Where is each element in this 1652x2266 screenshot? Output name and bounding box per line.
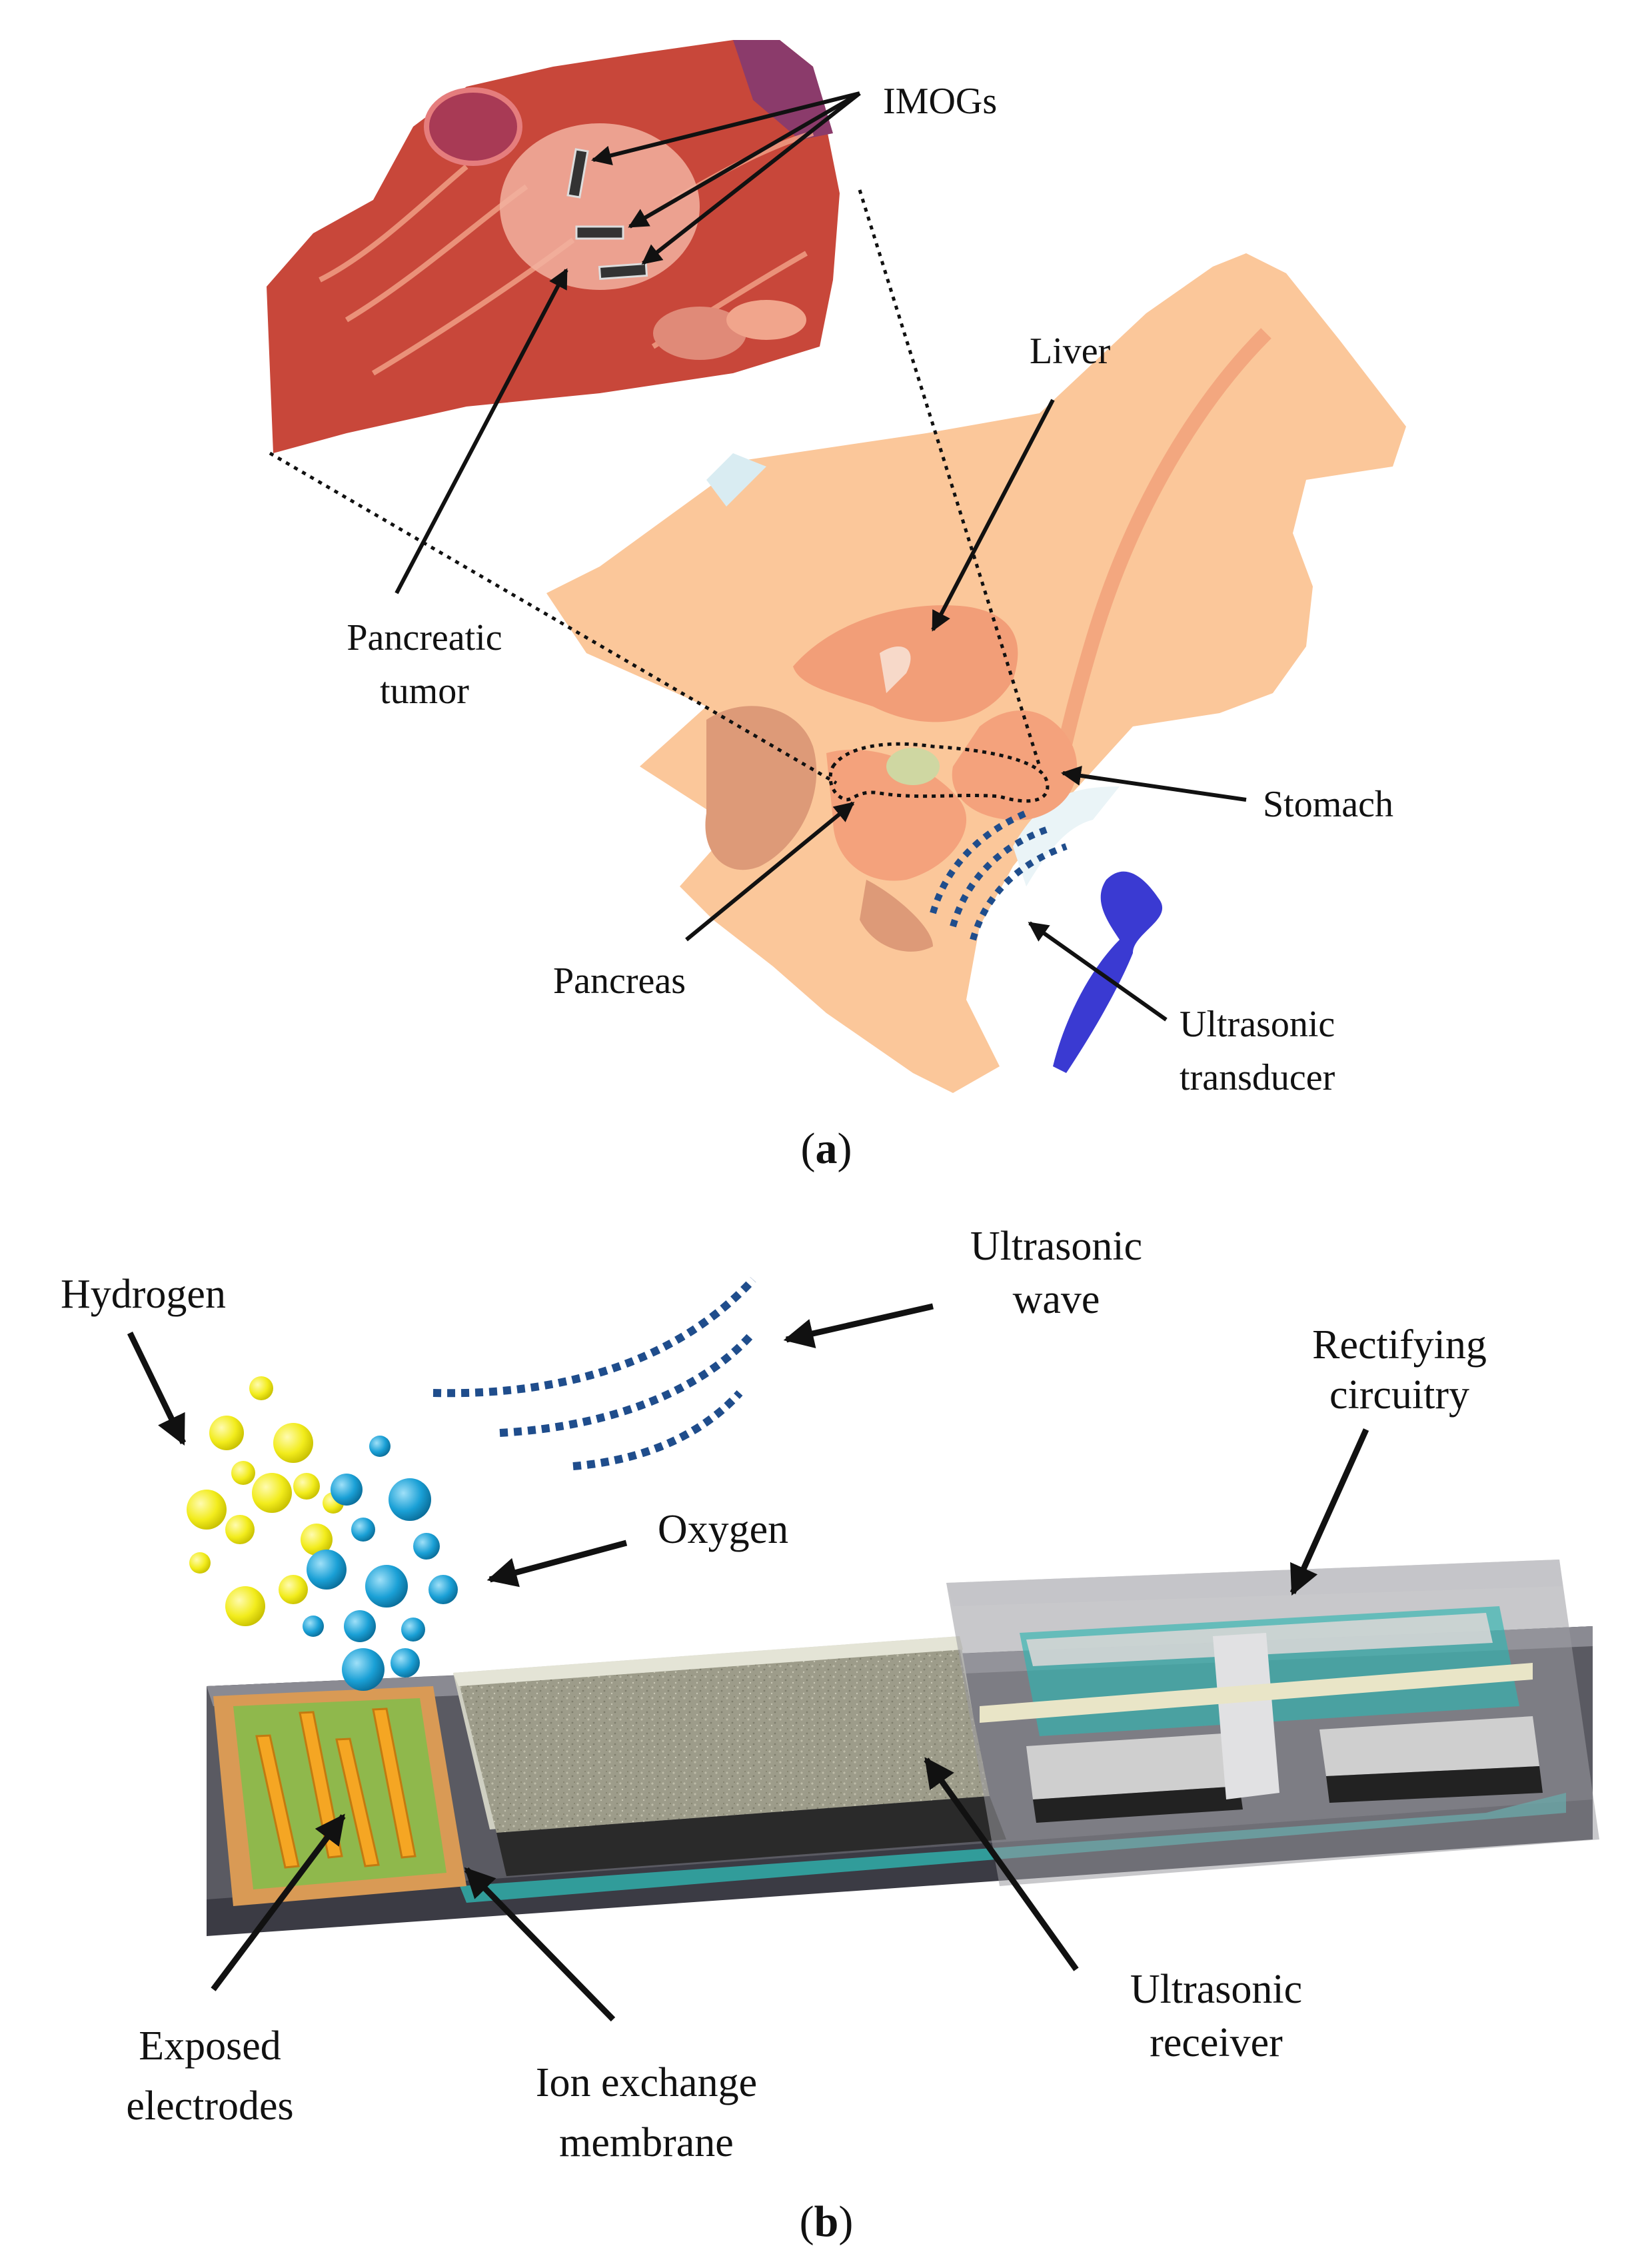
tumor-inset — [267, 40, 840, 453]
label-ultrasonic-wave-line1: Ultrasonic — [970, 1224, 1142, 1269]
caption-a: (a) — [801, 1124, 852, 1173]
label-exposed-electrodes-line2: electrodes — [126, 2083, 293, 2129]
electrode-strip — [372, 1707, 416, 1859]
label-oxygen: Oxygen — [658, 1507, 788, 1552]
label-ultrasonic-transducer-line1: Ultrasonic — [1180, 1004, 1335, 1045]
label-pancreas: Pancreas — [553, 960, 686, 1002]
device-illustration — [207, 1560, 1599, 1936]
torso-illustration — [546, 253, 1406, 1093]
panel-a: IMOGs Liver Pancreatic tumor Stomach Pan… — [267, 40, 1406, 1173]
electrode-strip — [335, 1737, 380, 1867]
electrode-strip — [255, 1734, 300, 1869]
zoom-lines — [269, 189, 1042, 785]
label-ultrasonic-receiver-line1: Ultrasonic — [1130, 1967, 1302, 2012]
ultrasonic-wave-illustration — [432, 1276, 756, 1470]
annotation-arrows-a — [395, 91, 1247, 1022]
label-stomach: Stomach — [1263, 784, 1393, 825]
label-ultrasonic-transducer-line2: transducer — [1180, 1057, 1335, 1098]
label-ion-exchange-membrane-line2: membrane — [559, 2120, 734, 2165]
electrode-compartment — [213, 1686, 466, 1906]
label-rectifying-circuitry-line1: Rectifying — [1312, 1322, 1487, 1368]
label-rectifying-circuitry-line2: circuitry — [1329, 1372, 1469, 1418]
ultrasonic-transducer-illustration — [1053, 871, 1163, 1073]
rectifying-circuitry-housing — [946, 1560, 1599, 1886]
label-pancreatic-tumor-line2: tumor — [380, 670, 469, 712]
oxygen-bubbles — [303, 1436, 458, 1691]
label-pancreatic-tumor-line1: Pancreatic — [347, 617, 502, 658]
imog-device — [598, 262, 648, 281]
imog-device — [575, 225, 624, 240]
panel-b: Hydrogen Ultrasonic wave Rectifying circ… — [61, 1224, 1599, 2246]
label-hydrogen: Hydrogen — [61, 1272, 226, 1317]
label-ultrasonic-wave-line2: wave — [1013, 1277, 1100, 1322]
hydrogen-bubbles — [187, 1376, 344, 1626]
label-imogs: IMOGs — [883, 81, 997, 122]
ultrasonic-receiver-block — [453, 1636, 1006, 1876]
annotation-arrows-b — [127, 1303, 1369, 2022]
caption-b: (b) — [800, 2197, 854, 2246]
imog-device — [566, 148, 589, 199]
label-liver: Liver — [1030, 331, 1111, 372]
label-ion-exchange-membrane-line1: Ion exchange — [536, 2060, 757, 2105]
label-ultrasonic-receiver-line2: receiver — [1150, 2020, 1283, 2065]
label-exposed-electrodes-line1: Exposed — [139, 2023, 281, 2069]
